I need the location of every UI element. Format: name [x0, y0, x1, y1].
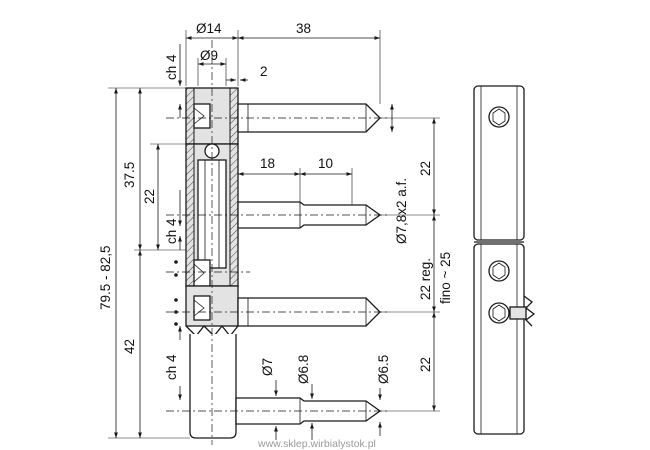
pins	[235, 103, 382, 425]
side-elevation	[473, 85, 536, 435]
pin-top	[237, 103, 381, 133]
side-upper-leaf	[473, 85, 525, 241]
bottom-cylinder	[189, 334, 237, 439]
dim-d6-5: Ø6.5	[376, 355, 391, 384]
pin-bottom	[235, 397, 382, 425]
hex-bolt-top	[488, 106, 510, 128]
dim-22-bottom: 22	[418, 357, 433, 372]
dimension-lines	[108, 30, 440, 440]
dim-ch4-top: ch 4	[164, 54, 179, 80]
hex-socket-top	[193, 103, 211, 129]
pin-lower	[237, 297, 381, 327]
dim-ch4-bottom: ch 4	[164, 354, 179, 380]
dim-d7: Ø7	[260, 358, 275, 376]
hinge-body-section	[174, 87, 239, 439]
dim-79-82: 79.5 - 82,5	[98, 245, 113, 310]
hex-socket-middle	[193, 259, 211, 287]
hex-bolt-middle	[488, 260, 510, 282]
hex-socket-lower	[193, 295, 211, 321]
pin-middle	[237, 201, 382, 229]
dim-10: 10	[318, 156, 333, 171]
dim-d6-8: Ø6.8	[296, 355, 311, 384]
center-lines	[166, 40, 390, 445]
watermark-url: www.sklep.wirbialystok.pl	[257, 438, 376, 450]
dim-ch4-mid: ch 4	[164, 218, 179, 244]
dim-fino-25: fino ~ 25	[438, 252, 453, 304]
dim-2: 2	[260, 64, 268, 79]
dim-22-mid: 22	[142, 189, 157, 204]
dim-d9: Ø9	[200, 48, 218, 63]
dimension-labels: Ø14 38 Ø9 2 18 10 ch 4 ch 4 ch 4 79.5 - …	[98, 21, 453, 384]
dim-18: 18	[260, 156, 275, 171]
dim-38: 38	[296, 21, 311, 36]
side-lower-leaf	[473, 243, 525, 435]
dim-d14: Ø14	[196, 21, 222, 36]
dim-42: 42	[122, 339, 137, 354]
dim-22-reg: 22 reg.	[418, 258, 433, 300]
hex-bolt-lower	[488, 302, 510, 324]
side-set-screw	[509, 306, 527, 320]
dim-22-top: 22	[418, 161, 433, 176]
dim-d7-8-af: Ø7,8x2 a.f.	[394, 178, 409, 244]
dim-37-5: 37.5	[122, 162, 137, 188]
